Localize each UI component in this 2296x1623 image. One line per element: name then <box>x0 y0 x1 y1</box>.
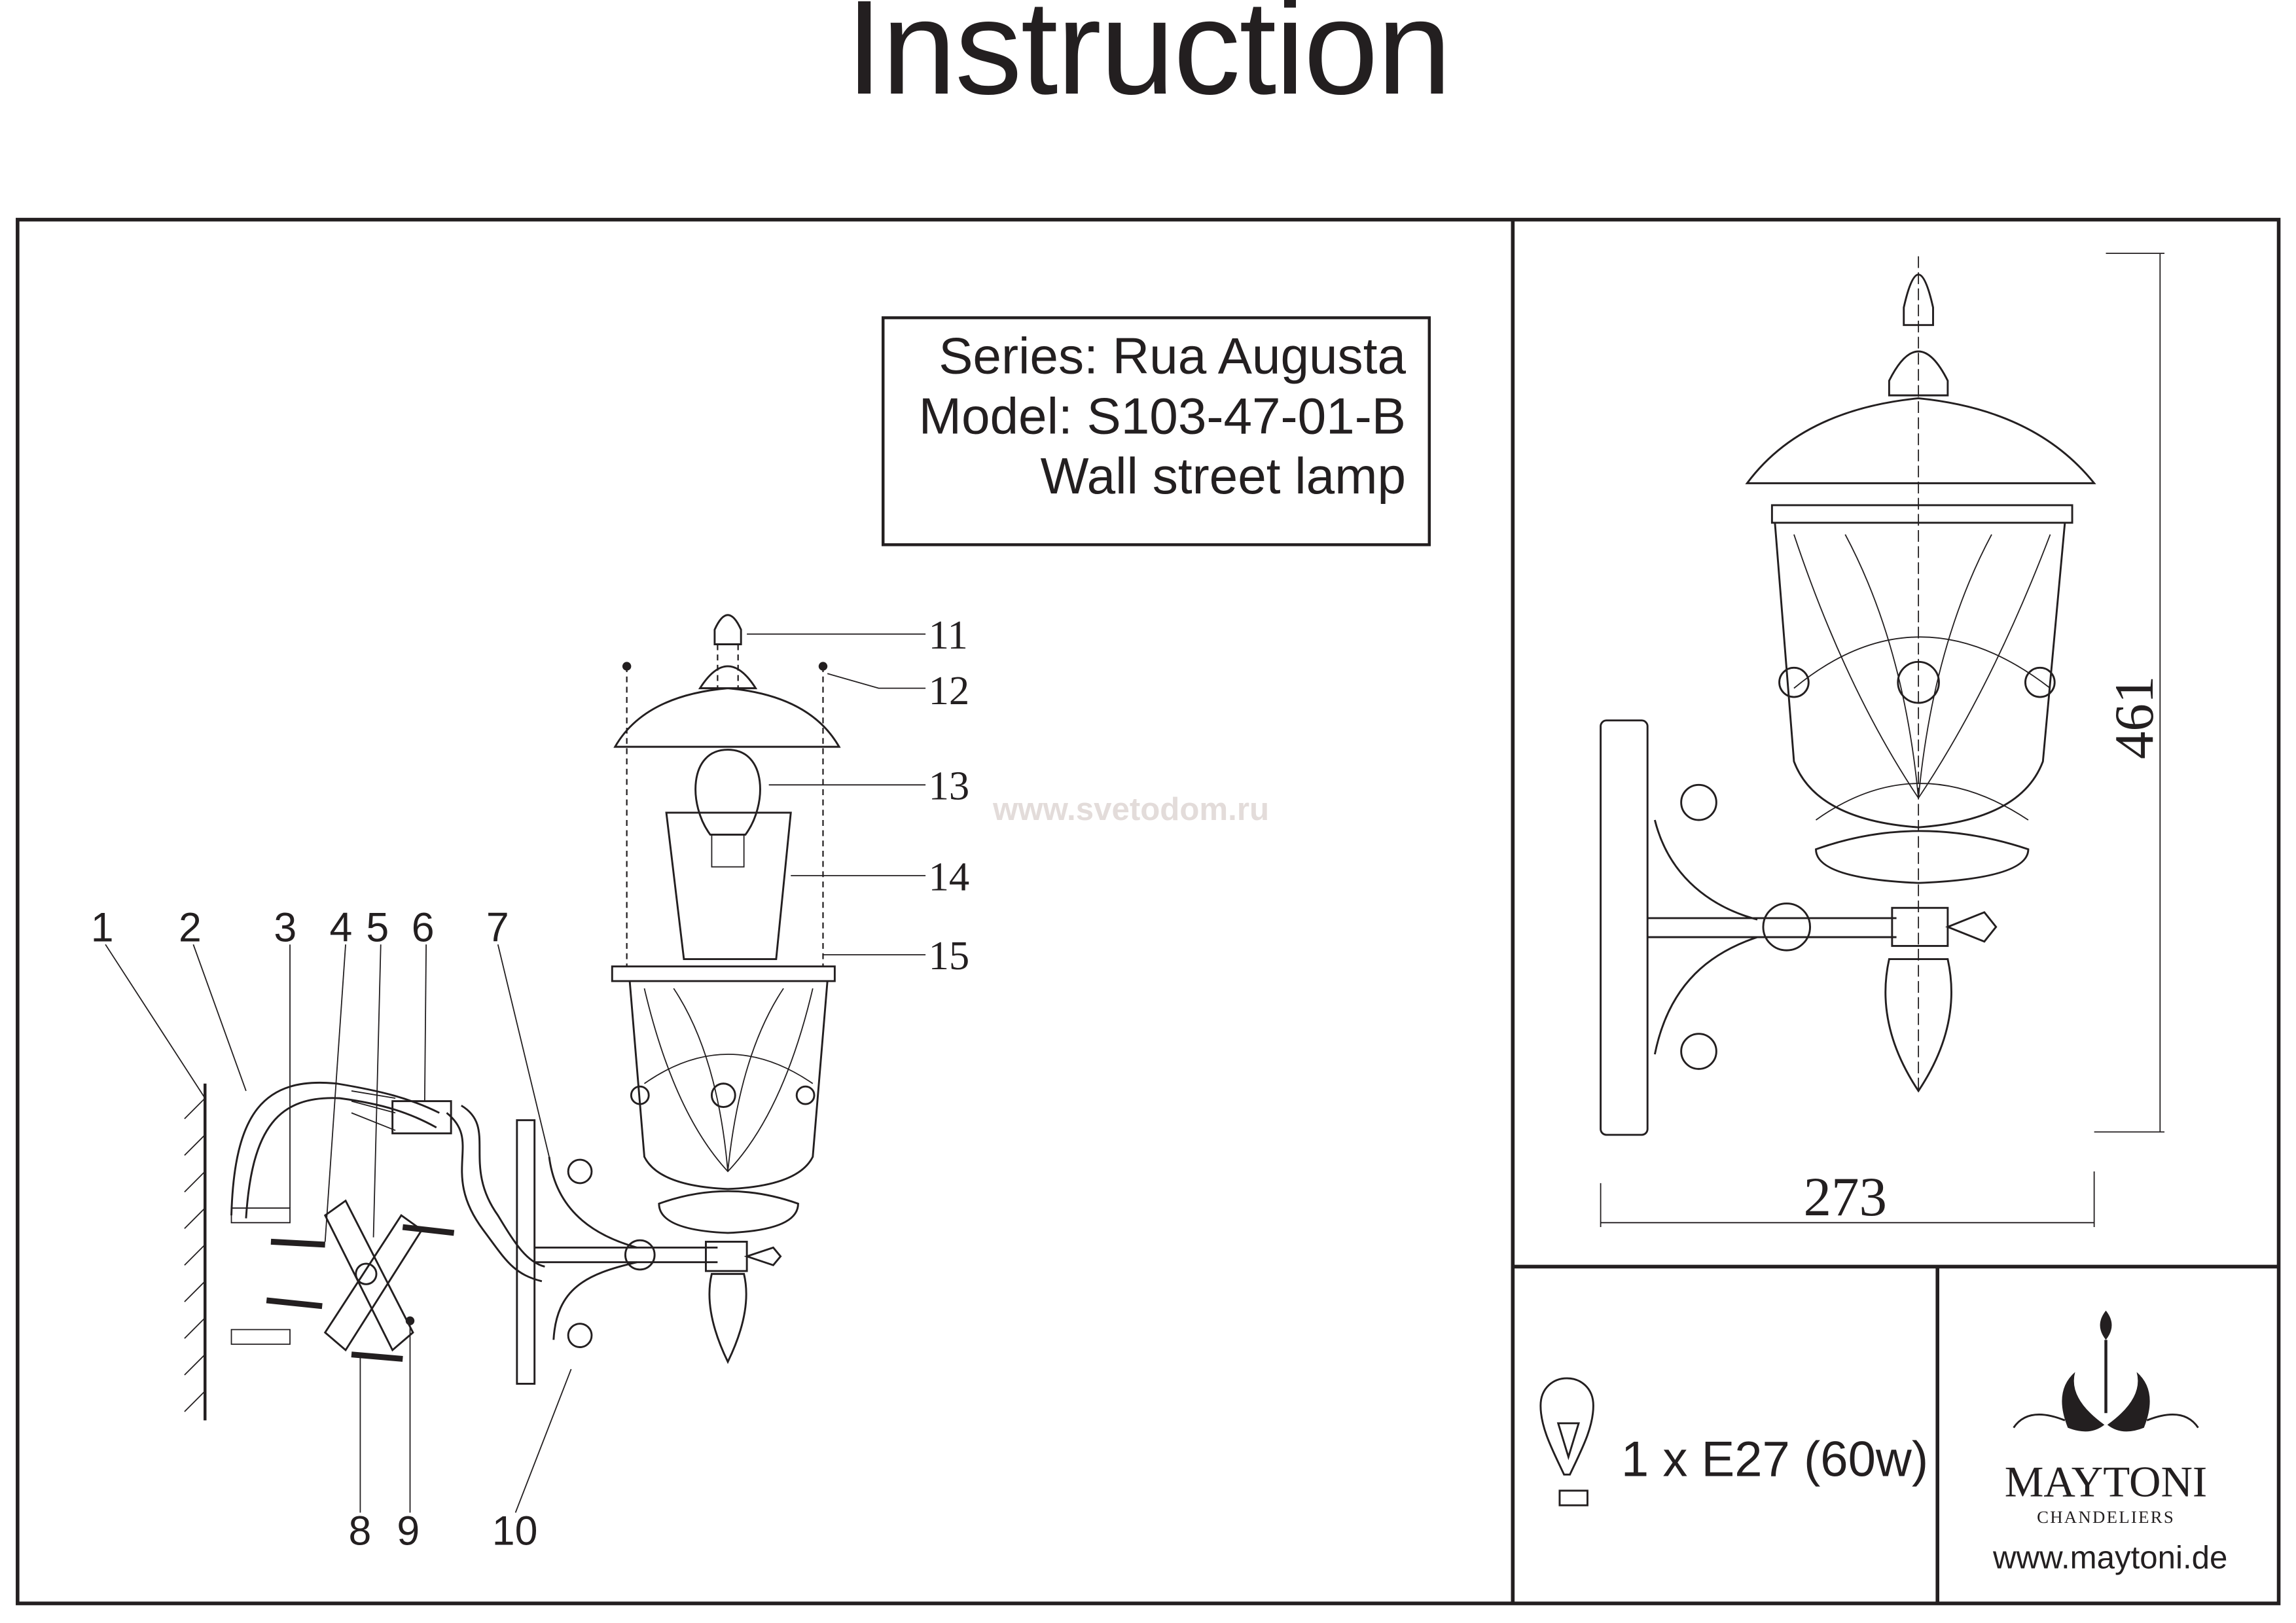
height-dimension: 461 <box>2104 676 2165 760</box>
product-info-box: Series: Rua Augusta Model: S103-47-01-B … <box>881 316 1431 546</box>
brand-url[interactable]: www.maytoni.de <box>1992 1539 2227 1575</box>
part-label-15: 15 <box>929 933 970 978</box>
dimension-drawing <box>1600 253 2165 1228</box>
part-label-14: 14 <box>929 853 970 899</box>
part-label-2: 2 <box>179 905 202 951</box>
part-label-7: 7 <box>486 905 509 951</box>
part-label-10: 10 <box>492 1508 538 1554</box>
type-label: Wall street lamp <box>1041 447 1406 505</box>
part-label-13: 13 <box>929 763 970 809</box>
bulb-icon <box>1539 1377 1594 1507</box>
page-title: Instruction <box>846 0 1452 122</box>
brand-tagline: CHANDELIERS <box>2037 1507 2175 1527</box>
part-label-4: 4 <box>329 905 352 951</box>
part-label-12: 12 <box>929 668 970 713</box>
part-label-9: 9 <box>397 1508 420 1554</box>
maytoni-logo-ornament <box>2013 1310 2199 1432</box>
leader-lines <box>105 633 926 1513</box>
part-label-1: 1 <box>91 905 114 951</box>
part-label-8: 8 <box>349 1508 372 1554</box>
outer-frame <box>16 217 2281 1605</box>
part-label-6: 6 <box>412 905 435 951</box>
series-label: Series: Rua Augusta <box>939 327 1406 385</box>
exploded-assembly-diagram <box>184 614 841 1421</box>
model-label: Model: S103-47-01-B <box>919 387 1406 444</box>
part-label-5: 5 <box>366 905 389 951</box>
bulb-spec: 1 x E27 (60w) <box>1621 1431 1928 1487</box>
part-label-11: 11 <box>929 612 968 658</box>
brand-name: MAYTONI <box>2005 1457 2208 1507</box>
width-dimension: 273 <box>1803 1166 1887 1228</box>
part-label-3: 3 <box>274 905 296 951</box>
watermark: www.svetodom.ru <box>992 791 1269 827</box>
